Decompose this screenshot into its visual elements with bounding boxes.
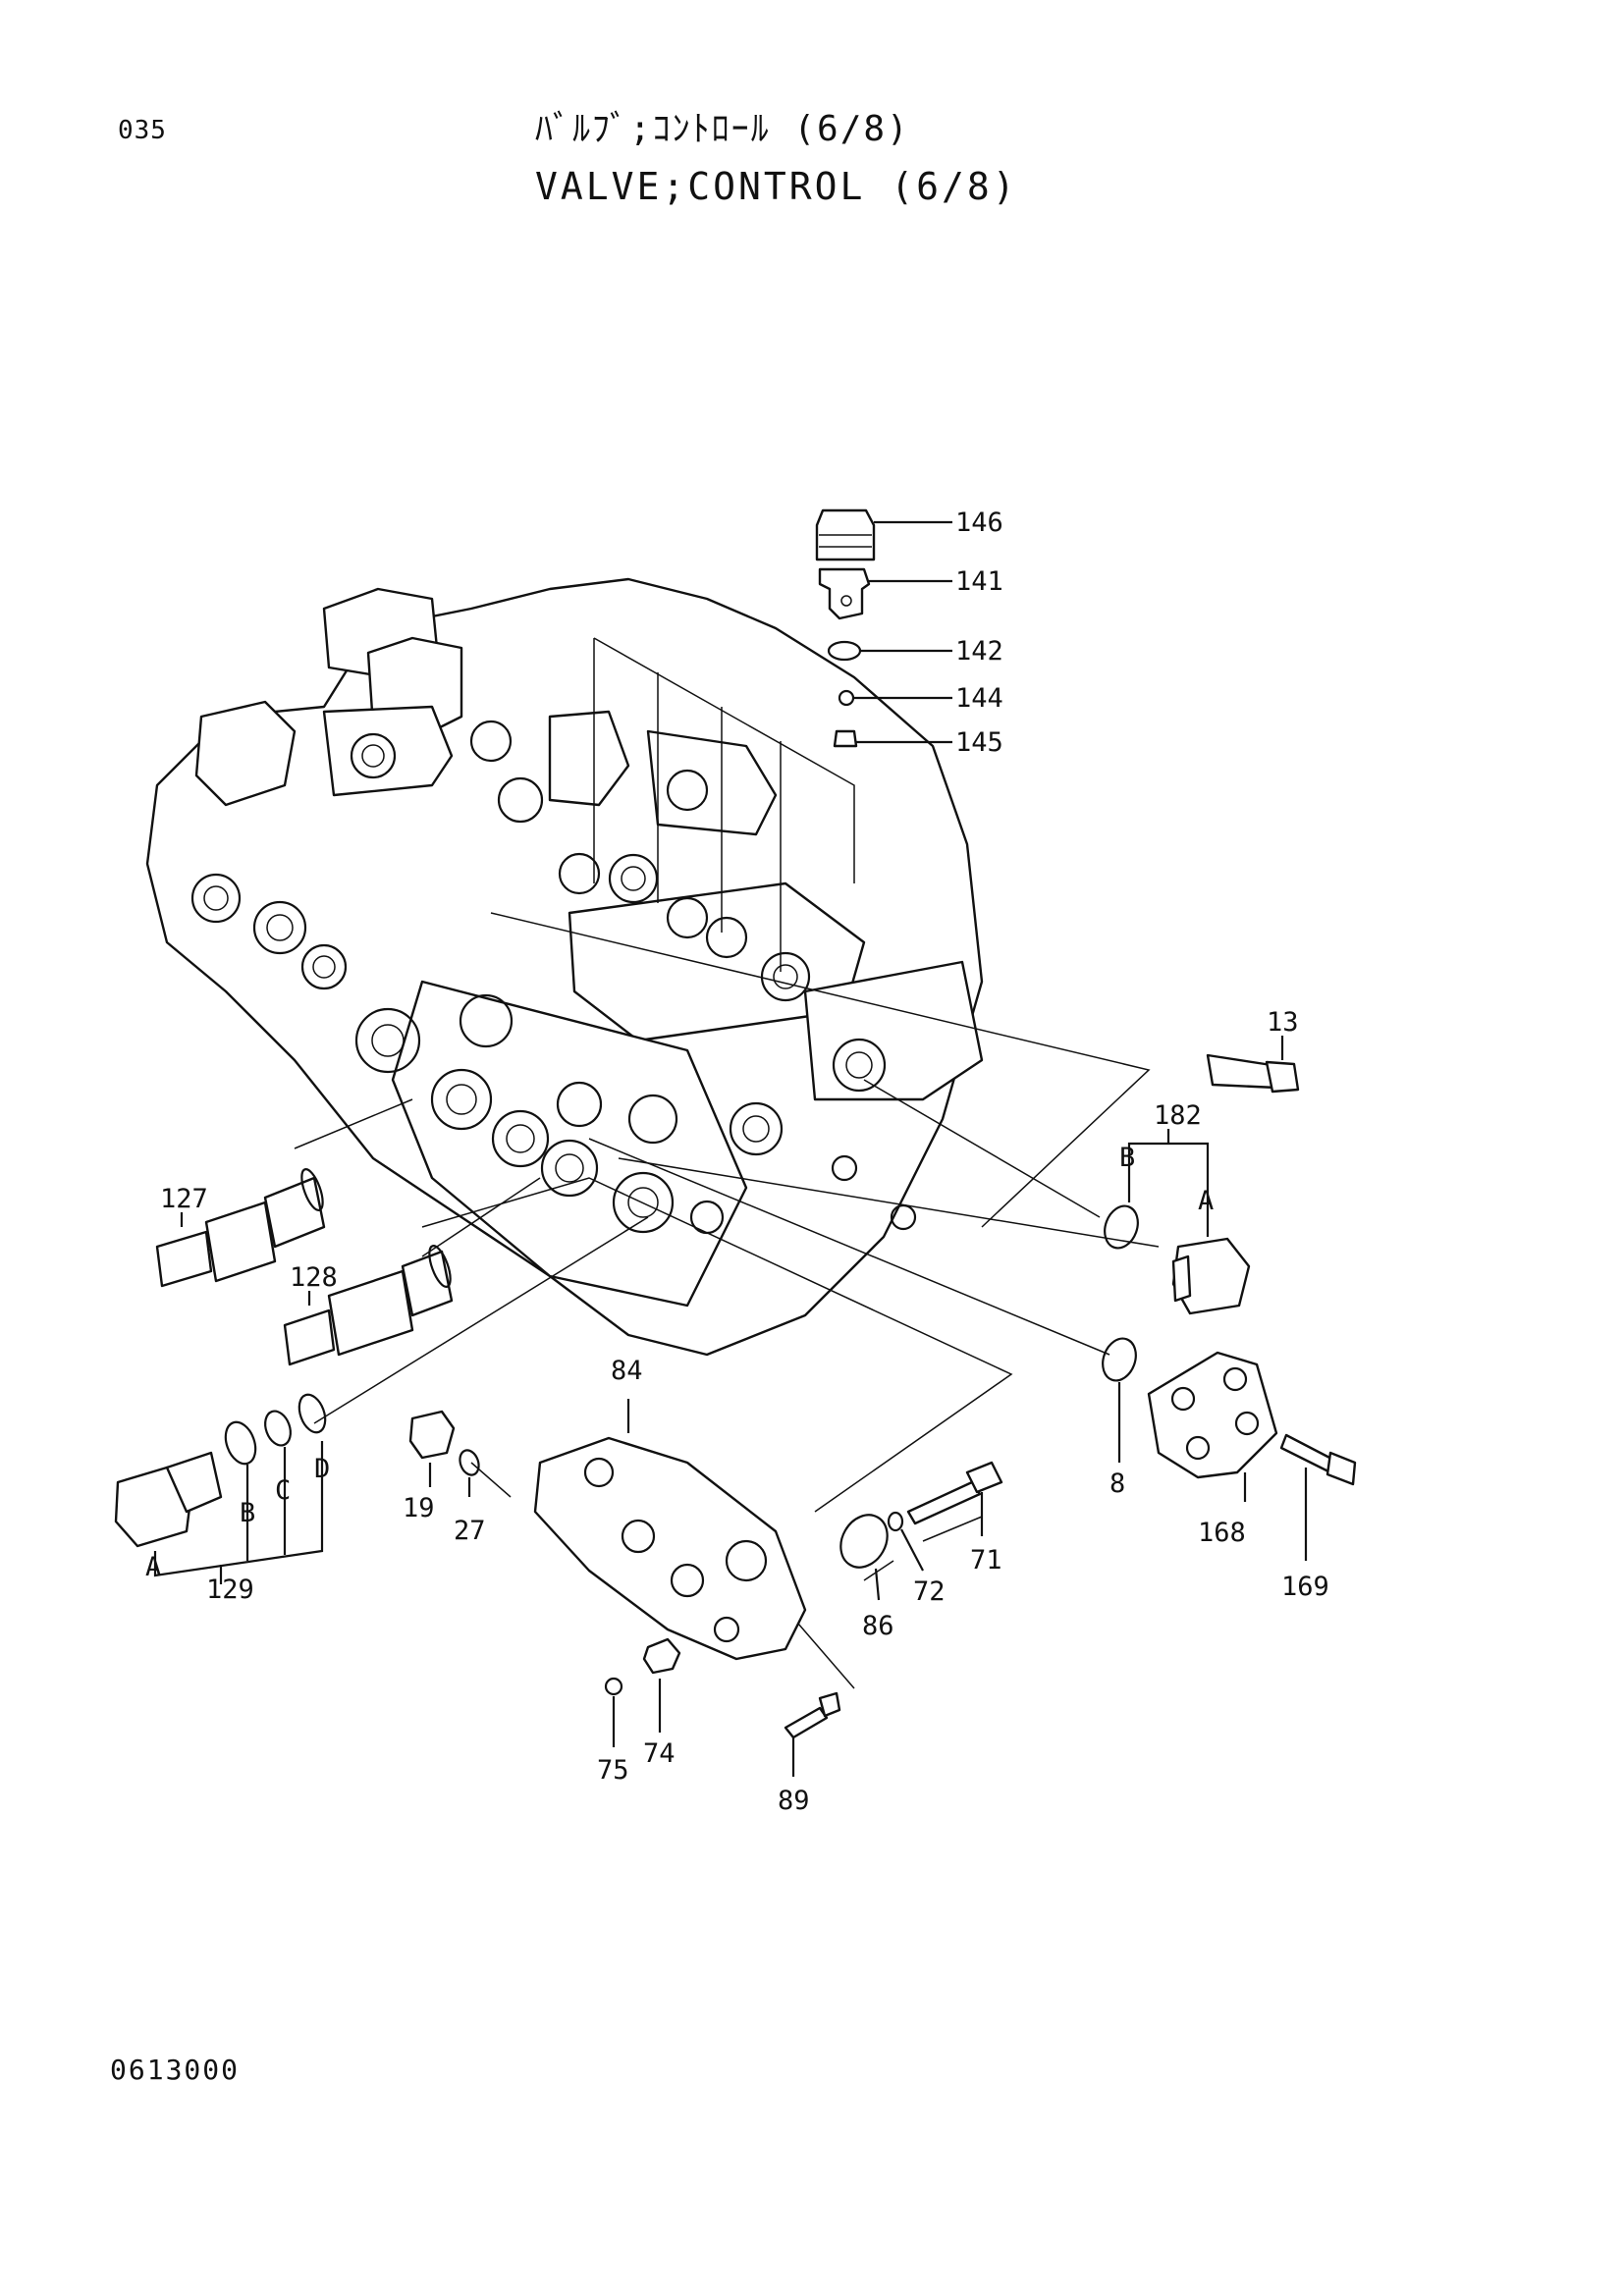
- callout-182-b: B: [1119, 1143, 1135, 1173]
- callout-169: 169: [1281, 1572, 1329, 1602]
- valve-block-body: [145, 577, 984, 1357]
- callout-13: 13: [1267, 1007, 1299, 1038]
- part-27-o-ring: [459, 1449, 480, 1497]
- callout-84: 84: [611, 1356, 643, 1386]
- part-146-plug: [815, 508, 952, 561]
- title-english: VALVE;CONTROL (6/8): [535, 165, 1018, 208]
- part-89-bolt: [784, 1691, 841, 1777]
- callout-71: 71: [970, 1545, 1002, 1575]
- part-19-plug: [408, 1410, 456, 1487]
- part-72-ring: [887, 1511, 924, 1572]
- part-127-cartridge: [155, 1168, 326, 1288]
- part-75-washer: [604, 1677, 623, 1747]
- callout-129-d: D: [314, 1454, 330, 1484]
- callout-144: 144: [955, 683, 1003, 714]
- part-71-pin: [906, 1461, 1003, 1536]
- callout-75: 75: [597, 1755, 629, 1786]
- page-number: 035: [118, 116, 167, 145]
- callout-74: 74: [643, 1738, 676, 1769]
- callout-8: 8: [1109, 1468, 1125, 1499]
- callout-145: 145: [955, 727, 1003, 758]
- callout-72: 72: [913, 1576, 946, 1607]
- part-141-poppet: [818, 567, 952, 620]
- part-142-o-ring: [827, 640, 952, 662]
- assembly-lines: [294, 637, 1248, 1689]
- part-145-seat: [833, 729, 952, 748]
- part-144-ball: [838, 689, 952, 707]
- part-169-bolt: [1279, 1433, 1357, 1561]
- part-129-plug-assembly: [114, 1393, 327, 1584]
- callout-89: 89: [778, 1786, 810, 1816]
- part-168-flange: [1147, 1351, 1278, 1502]
- part-128-cartridge: [283, 1245, 454, 1366]
- drawing-number: 0613000: [110, 2054, 241, 2086]
- callout-129: 129: [206, 1575, 254, 1605]
- part-84-housing: [533, 1399, 807, 1661]
- callout-128: 128: [290, 1262, 338, 1293]
- callout-86: 86: [862, 1611, 894, 1641]
- callout-129-a: A: [145, 1552, 161, 1582]
- part-74-nut: [642, 1637, 681, 1733]
- callout-19: 19: [403, 1493, 435, 1523]
- callout-141: 141: [955, 566, 1003, 597]
- callout-168: 168: [1198, 1518, 1246, 1548]
- callout-129-b: B: [240, 1498, 255, 1528]
- part-182-plug-assembly: [1104, 1129, 1251, 1315]
- callout-27: 27: [454, 1516, 486, 1546]
- callout-146: 146: [955, 507, 1003, 538]
- part-8-o-ring: [1102, 1337, 1137, 1463]
- callout-129-c: C: [275, 1475, 291, 1506]
- part-86-o-ring: [839, 1514, 889, 1601]
- callout-182: 182: [1154, 1100, 1202, 1131]
- callout-127: 127: [160, 1184, 208, 1214]
- callout-182-a: A: [1198, 1186, 1214, 1216]
- title-japanese: ﾊﾞﾙﾌﾞ;ｺﾝﾄﾛｰﾙ (6/8): [535, 109, 910, 149]
- part-13-bolt: [1206, 1036, 1300, 1094]
- callout-142: 142: [955, 636, 1003, 667]
